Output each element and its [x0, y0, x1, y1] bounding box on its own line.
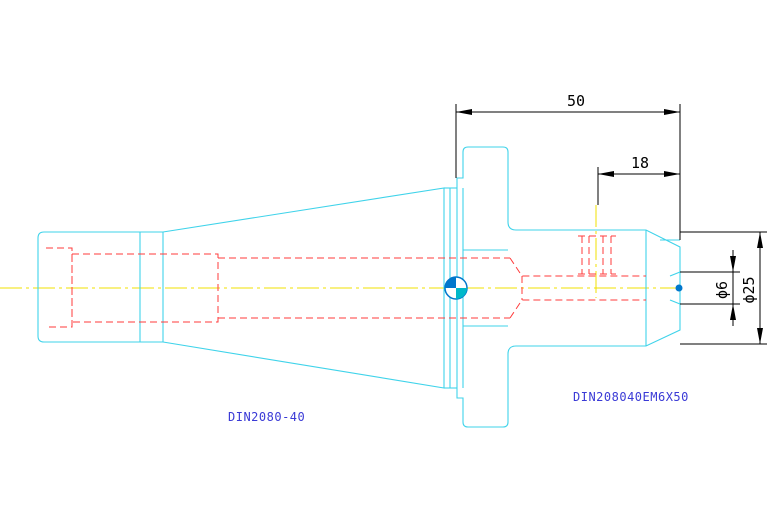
center-mark-quadrant-tl [445, 277, 456, 288]
arrowhead [757, 232, 763, 248]
dimension-text-18: 18 [631, 154, 649, 172]
arrowhead [730, 304, 736, 320]
stud-bore-hidden [46, 247, 73, 328]
endpoint-grip[interactable] [675, 284, 683, 292]
center-mark-quadrant-br [456, 288, 467, 299]
arrowhead [664, 109, 680, 115]
arrowhead [730, 256, 736, 272]
bore-cone-bottom [509, 299, 646, 319]
dimension-text-d6: ϕ6 [713, 281, 731, 299]
dimension-text-d25: ϕ25 [740, 276, 758, 303]
arrowhead [456, 109, 472, 115]
arrowhead [664, 171, 680, 177]
part-label[interactable]: DIN208040EM6X50 [573, 390, 689, 404]
dimension-bore-depth[interactable]: 18 [597, 154, 680, 205]
pull-stud-body [37, 231, 141, 343]
bore-chamfer-bottom [669, 299, 681, 305]
bore-cone-top [509, 257, 646, 277]
flange-upper-contour [456, 146, 681, 288]
dimension-overall-length[interactable]: 50 [455, 92, 681, 240]
bore-chamfer-top [669, 271, 681, 277]
dimension-text-50: 50 [567, 92, 585, 110]
flange-lower-contour [456, 288, 681, 428]
arrowhead [598, 171, 614, 177]
taper-body [162, 187, 445, 389]
center-mark[interactable] [444, 276, 468, 300]
dimension-small-diameter[interactable]: ϕ6 [680, 250, 740, 326]
hidden-features [46, 235, 646, 328]
arrowhead [757, 328, 763, 344]
dimension-large-diameter[interactable]: ϕ25 [680, 231, 767, 345]
thread-hidden-outline [72, 253, 219, 323]
tool-holder-outline [37, 146, 681, 428]
holder-label[interactable]: DIN2080-40 [228, 410, 305, 424]
